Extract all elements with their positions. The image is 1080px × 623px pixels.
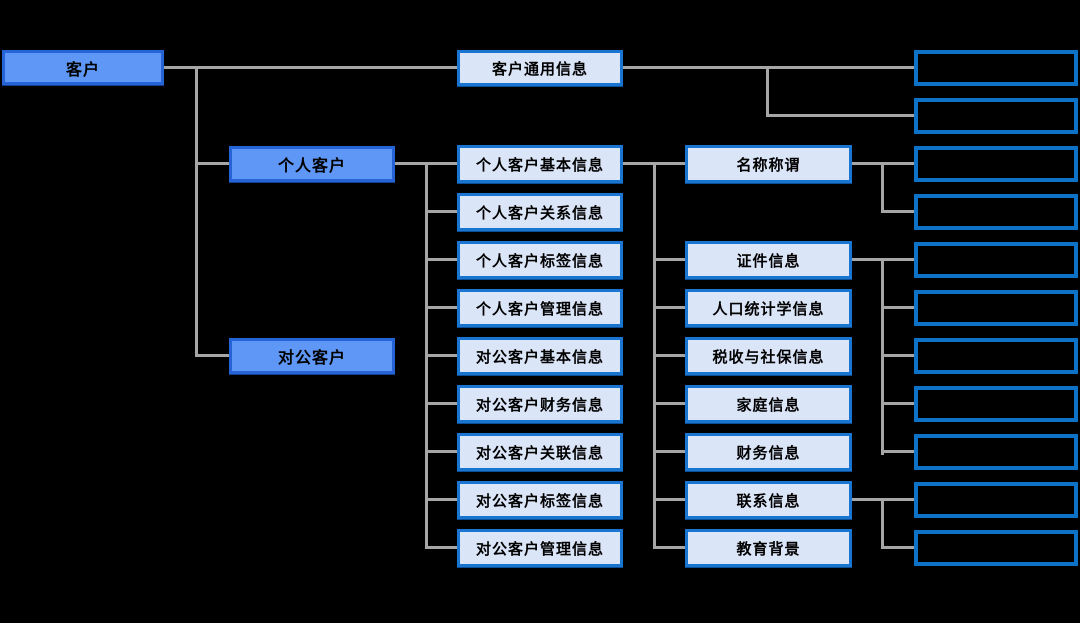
connector-line xyxy=(427,210,457,213)
empty-detail-box xyxy=(914,434,1078,470)
empty-detail-box xyxy=(914,338,1078,374)
empty-detail-box xyxy=(914,386,1078,422)
connector-line xyxy=(427,258,457,261)
connector-line xyxy=(883,306,914,309)
connector-line xyxy=(164,66,457,69)
node-personal-customer: 个人客户 xyxy=(229,146,395,182)
empty-detail-box xyxy=(914,98,1078,134)
empty-detail-box xyxy=(914,290,1078,326)
empty-detail-box xyxy=(914,482,1078,518)
connector-line xyxy=(655,354,685,357)
connector-line xyxy=(883,546,914,549)
connector-line xyxy=(197,354,229,357)
node-corporate-customer-tag-info: 对公客户标签信息 xyxy=(457,481,623,519)
node-personal-customer-basic-info: 个人客户基本信息 xyxy=(457,145,623,183)
connector-line xyxy=(655,402,685,405)
empty-detail-box xyxy=(914,146,1078,182)
connector-line xyxy=(425,162,428,549)
empty-detail-box xyxy=(914,194,1078,230)
node-customer: 客户 xyxy=(2,50,164,85)
node-corporate-customer-mgmt-info: 对公客户管理信息 xyxy=(457,529,623,567)
node-customer-common-info: 客户通用信息 xyxy=(457,50,623,86)
connector-line xyxy=(655,450,685,453)
connector-line xyxy=(427,498,457,501)
connector-line xyxy=(427,450,457,453)
node-id-document-info: 证件信息 xyxy=(685,241,852,279)
node-contact-info: 联系信息 xyxy=(685,481,852,519)
connector-line xyxy=(427,402,457,405)
connector-line xyxy=(883,450,914,453)
connector-line xyxy=(883,354,914,357)
empty-detail-box xyxy=(914,242,1078,278)
node-corporate-customer-relation-info: 对公客户关联信息 xyxy=(457,433,623,471)
connector-line xyxy=(655,546,685,549)
connector-line xyxy=(197,162,229,165)
connector-line xyxy=(427,306,457,309)
node-family-info: 家庭信息 xyxy=(685,385,852,423)
node-corporate-customer: 对公客户 xyxy=(229,338,395,374)
connector-line xyxy=(655,306,685,309)
node-demographic-info: 人口统计学信息 xyxy=(685,289,852,327)
connector-line xyxy=(655,258,685,261)
node-tax-social-security-info: 税收与社保信息 xyxy=(685,337,852,375)
connector-line xyxy=(655,498,685,501)
connector-line xyxy=(427,546,457,549)
node-education-background: 教育背景 xyxy=(685,529,852,567)
connector-line xyxy=(883,402,914,405)
connector-line xyxy=(653,162,656,549)
connector-line xyxy=(195,66,198,357)
node-corporate-customer-basic-info: 对公客户基本信息 xyxy=(457,337,623,375)
empty-detail-box xyxy=(914,530,1078,566)
empty-detail-box xyxy=(914,50,1078,86)
connector-line xyxy=(881,498,884,549)
connector-line xyxy=(427,354,457,357)
node-financial-info: 财务信息 xyxy=(685,433,852,471)
node-corporate-customer-finance-info: 对公客户财务信息 xyxy=(457,385,623,423)
connector-line xyxy=(768,114,914,117)
connector-line xyxy=(881,162,884,213)
node-personal-customer-relation-info: 个人客户关系信息 xyxy=(457,193,623,231)
node-personal-customer-mgmt-info: 个人客户管理信息 xyxy=(457,289,623,327)
connector-line xyxy=(883,210,914,213)
node-name-title: 名称称谓 xyxy=(685,145,852,183)
connector-line xyxy=(881,258,884,455)
connector-line xyxy=(766,66,769,117)
node-personal-customer-tag-info: 个人客户标签信息 xyxy=(457,241,623,279)
